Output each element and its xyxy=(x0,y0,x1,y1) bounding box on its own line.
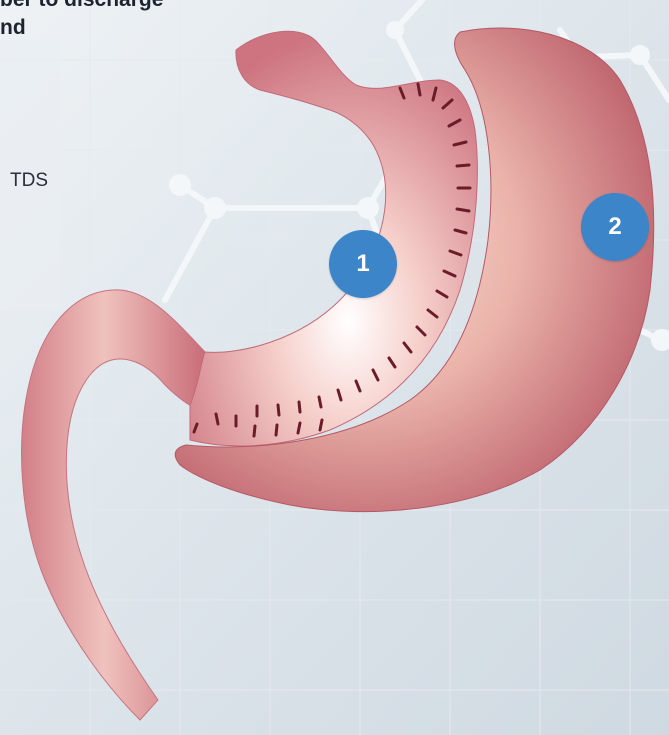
label-marker-1: 1 xyxy=(329,230,397,298)
label-marker-2: 2 xyxy=(581,193,649,261)
duodenum xyxy=(22,290,205,720)
